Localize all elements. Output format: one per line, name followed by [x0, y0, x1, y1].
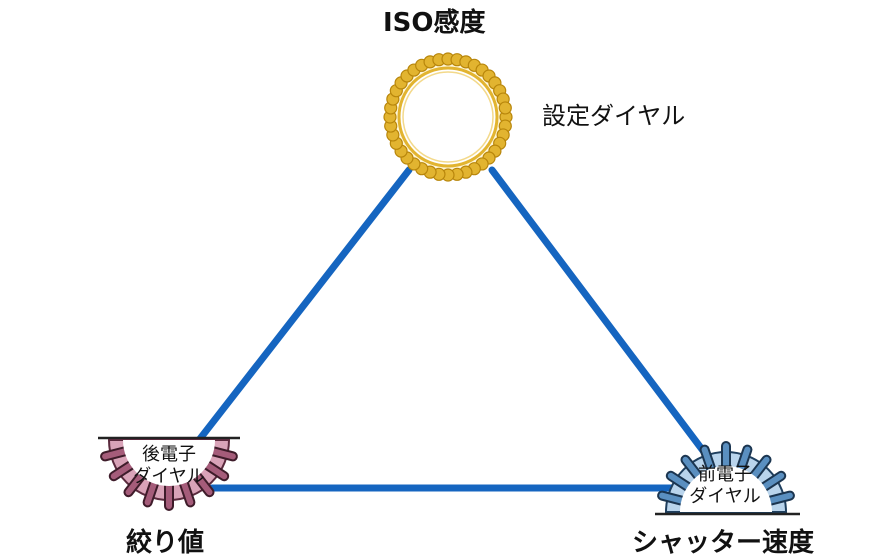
iso-sensitivity-title: ISO感度: [383, 8, 486, 38]
dial-face: [680, 466, 772, 512]
front-dial-label: 前電子 ダイヤル: [670, 464, 780, 508]
dial-face: [123, 440, 215, 486]
setting-dial-label: 設定ダイヤル: [542, 102, 686, 130]
rear-dial-label-line2: ダイヤル: [133, 466, 205, 487]
front-dial-label-line1: 前電子: [698, 464, 752, 485]
triangle-edge-left: [195, 166, 413, 444]
rear-dial-label: 後電子 ダイヤル: [114, 444, 224, 488]
dial-bead: [498, 101, 512, 115]
aperture-title: 絞り値: [126, 528, 205, 558]
shutter-speed-title: シャッター速度: [632, 528, 815, 558]
rear-dial-label-line1: 後電子: [142, 444, 196, 465]
front-dial-label-line2: ダイヤル: [689, 486, 761, 507]
triangle-edges: [195, 166, 708, 492]
setting-dial-icon: [383, 52, 513, 182]
rear-electronic-dial-icon: [98, 436, 240, 511]
dial-inner-face: [402, 71, 494, 163]
triangle-edge-right: [488, 166, 708, 456]
front-electronic-dial-icon: [655, 441, 800, 516]
